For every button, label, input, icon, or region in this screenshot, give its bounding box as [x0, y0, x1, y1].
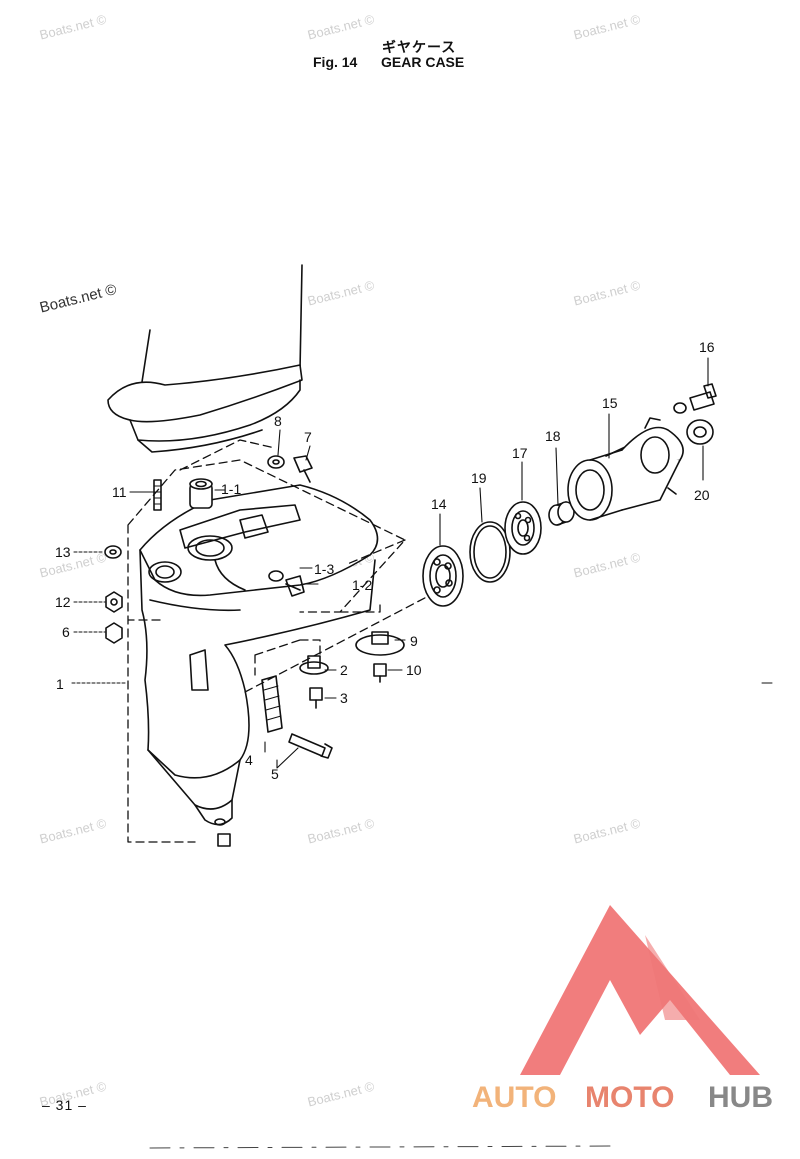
scan-line	[149, 1145, 611, 1149]
page-number: – 31 –	[42, 1097, 87, 1113]
callout-19: 19	[471, 470, 487, 486]
callout-3: 3	[340, 690, 348, 706]
part-drain-bolt	[214, 818, 231, 847]
part-needle-bearing-18	[548, 501, 575, 526]
part-washer-13	[104, 545, 122, 559]
part-seal-20	[686, 419, 714, 445]
part-bolt-7	[293, 455, 313, 483]
part-bolt-1-2	[285, 575, 305, 597]
callout-12: 12	[55, 594, 71, 610]
callout-17: 17	[512, 445, 528, 461]
callout-1-3: 1-3	[314, 561, 334, 577]
callout-8: 8	[274, 413, 282, 429]
figure-number: Fig. 14	[313, 54, 358, 70]
callout-12-13: 13	[55, 544, 71, 560]
callout-1: 1	[56, 676, 64, 692]
part-bolt-10	[373, 663, 387, 683]
part-nut-6	[105, 622, 123, 644]
leader-lines	[71, 357, 709, 769]
part-plug-9	[355, 631, 405, 656]
assembly-dashed-line	[127, 439, 406, 843]
callout-1-1: 1-1	[221, 481, 241, 497]
logo-part-auto: AUTO	[472, 1081, 556, 1114]
callout-11: 11	[112, 484, 127, 500]
figure-title: GEAR CASE	[381, 54, 465, 70]
part-bearing-17	[504, 501, 542, 555]
callout-9: 9	[410, 633, 418, 649]
automotohub-logo: AUTO MOTO HUB	[472, 905, 773, 1114]
part-bolt-5	[288, 733, 333, 759]
part-bushing-1-1	[189, 478, 213, 509]
callout-5: 5	[271, 766, 279, 782]
callout-2: 2	[340, 662, 348, 678]
callout-16: 16	[699, 339, 715, 355]
part-bearing-14	[422, 545, 464, 607]
part-anode-4	[261, 675, 283, 733]
part-washer-1-3	[268, 570, 284, 582]
callout-10: 10	[406, 662, 422, 678]
callout-7: 7	[304, 429, 312, 445]
drive-shaft-housing	[107, 264, 303, 453]
callout-15: 15	[602, 395, 618, 411]
part-bolt-3	[309, 687, 323, 709]
part-bearing-housing-15	[567, 417, 684, 521]
callout-labels: 1 1-1 1-2 1-3 2 3 4 5 6 7 8 9 10 11 13 1…	[55, 339, 715, 782]
logo-part-hub: HUB	[708, 1081, 773, 1114]
callout-18: 18	[545, 428, 561, 444]
part-o-ring-19	[469, 521, 511, 583]
part-bolt-16	[673, 383, 717, 414]
title-japanese: ギヤケース	[382, 40, 457, 56]
logo-part-moto: MOTO	[585, 1081, 674, 1114]
callout-20: 20	[694, 487, 710, 503]
part-plug-2	[299, 655, 329, 675]
callout-6: 6	[62, 624, 70, 640]
callout-1-2: 1-2	[352, 577, 372, 593]
callout-14: 14	[431, 496, 447, 512]
gear-case-body	[139, 484, 379, 826]
part-stud	[153, 479, 162, 511]
part-nut-12	[105, 591, 123, 613]
shaft-axis-line	[244, 589, 441, 693]
callout-4: 4	[245, 752, 253, 768]
part-washer-8	[267, 455, 285, 469]
